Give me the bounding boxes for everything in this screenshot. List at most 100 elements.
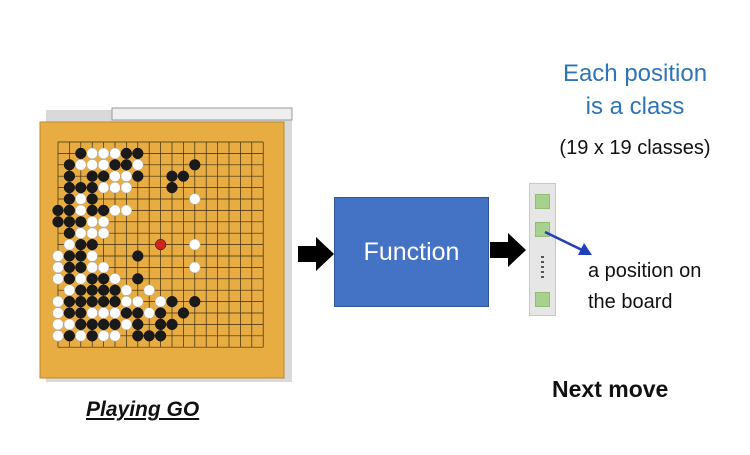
- black-stone: [63, 193, 76, 205]
- white-stone: [86, 250, 98, 262]
- white-stone: [97, 147, 110, 160]
- white-stone: [86, 147, 98, 160]
- black-stone: [109, 318, 121, 331]
- black-stone: [97, 273, 110, 285]
- white-stone: [132, 295, 144, 308]
- white-stone: [109, 147, 121, 160]
- white-stone: [109, 307, 121, 319]
- white-stone: [52, 261, 64, 274]
- white-stone: [97, 181, 110, 194]
- white-stone: [52, 250, 64, 262]
- black-stone: [75, 295, 87, 308]
- white-stone: [132, 159, 144, 171]
- black-stone: [97, 204, 110, 217]
- black-stone: [63, 261, 76, 274]
- white-stone: [63, 284, 76, 296]
- white-stone: [109, 170, 121, 182]
- black-stone: [132, 318, 144, 331]
- white-stone: [97, 216, 110, 228]
- white-stone: [75, 330, 87, 342]
- white-stone: [86, 216, 98, 228]
- black-stone: [109, 284, 121, 296]
- black-stone: [97, 284, 110, 296]
- white-stone: [63, 238, 76, 251]
- white-stone: [75, 159, 87, 171]
- black-stone: [86, 238, 98, 251]
- white-stone: [109, 330, 121, 342]
- black-stone: [86, 295, 98, 308]
- black-stone: [75, 238, 87, 251]
- white-stone: [120, 170, 133, 182]
- function-box: Function: [334, 197, 489, 307]
- black-stone: [75, 181, 87, 194]
- black-stone: [86, 330, 98, 342]
- black-stone: [52, 216, 64, 228]
- go-board: [39, 107, 293, 382]
- class-title-line2: is a class: [585, 93, 685, 120]
- black-stone: [120, 147, 133, 160]
- black-stone: [143, 330, 155, 342]
- black-stone: [86, 284, 98, 296]
- white-stone: [189, 238, 201, 251]
- white-stone: [189, 261, 201, 274]
- white-stone: [97, 261, 110, 274]
- white-stone: [120, 181, 133, 194]
- white-stone: [52, 295, 64, 308]
- black-stone: [63, 170, 76, 182]
- white-stone: [75, 204, 87, 217]
- output-cell: [535, 194, 550, 209]
- black-stone: [166, 170, 178, 182]
- black-stone: [132, 273, 144, 285]
- arrow-right-icon: [298, 237, 334, 271]
- white-stone: [75, 227, 87, 239]
- white-stone: [109, 204, 121, 217]
- white-stone: [97, 307, 110, 319]
- white-stone: [86, 307, 98, 319]
- black-stone: [63, 273, 76, 285]
- black-stone: [75, 284, 87, 296]
- black-stone: [86, 181, 98, 194]
- black-stone: [154, 307, 167, 319]
- black-stone: [132, 330, 144, 342]
- white-stone: [143, 307, 155, 319]
- black-stone: [75, 250, 87, 262]
- black-stone: [189, 159, 201, 171]
- black-stone: [75, 216, 87, 228]
- black-stone: [52, 204, 64, 217]
- white-stone: [86, 227, 98, 239]
- black-stone: [63, 307, 76, 319]
- black-stone: [166, 295, 178, 308]
- white-stone: [86, 261, 98, 274]
- black-stone: [132, 307, 144, 319]
- black-stone: [86, 193, 98, 205]
- black-stone: [86, 170, 98, 182]
- white-stone: [52, 318, 64, 331]
- white-stone: [120, 295, 133, 308]
- black-stone: [109, 159, 121, 171]
- white-stone: [97, 330, 110, 342]
- black-stone: [63, 295, 76, 308]
- black-stone: [63, 181, 76, 194]
- black-stone: [63, 250, 76, 262]
- output-vector: [529, 183, 556, 316]
- white-stone: [143, 284, 155, 296]
- last-move-stone: [154, 238, 167, 251]
- black-stone: [63, 159, 76, 171]
- next-move-label: Next move: [552, 376, 669, 402]
- black-stone: [86, 318, 98, 331]
- black-stone: [97, 295, 110, 308]
- white-stone: [75, 193, 87, 205]
- function-label: Function: [363, 237, 460, 266]
- black-stone: [86, 204, 98, 217]
- class-title-line1: Each position: [562, 60, 708, 87]
- black-stone: [97, 170, 110, 182]
- white-stone: [63, 318, 76, 331]
- white-stone: [52, 307, 64, 319]
- white-stone: [109, 273, 121, 285]
- board-stones: [52, 147, 201, 342]
- black-stone: [63, 330, 76, 342]
- white-stone: [52, 330, 64, 342]
- white-stone: [75, 273, 87, 285]
- black-stone: [177, 170, 190, 182]
- black-stone: [132, 250, 144, 262]
